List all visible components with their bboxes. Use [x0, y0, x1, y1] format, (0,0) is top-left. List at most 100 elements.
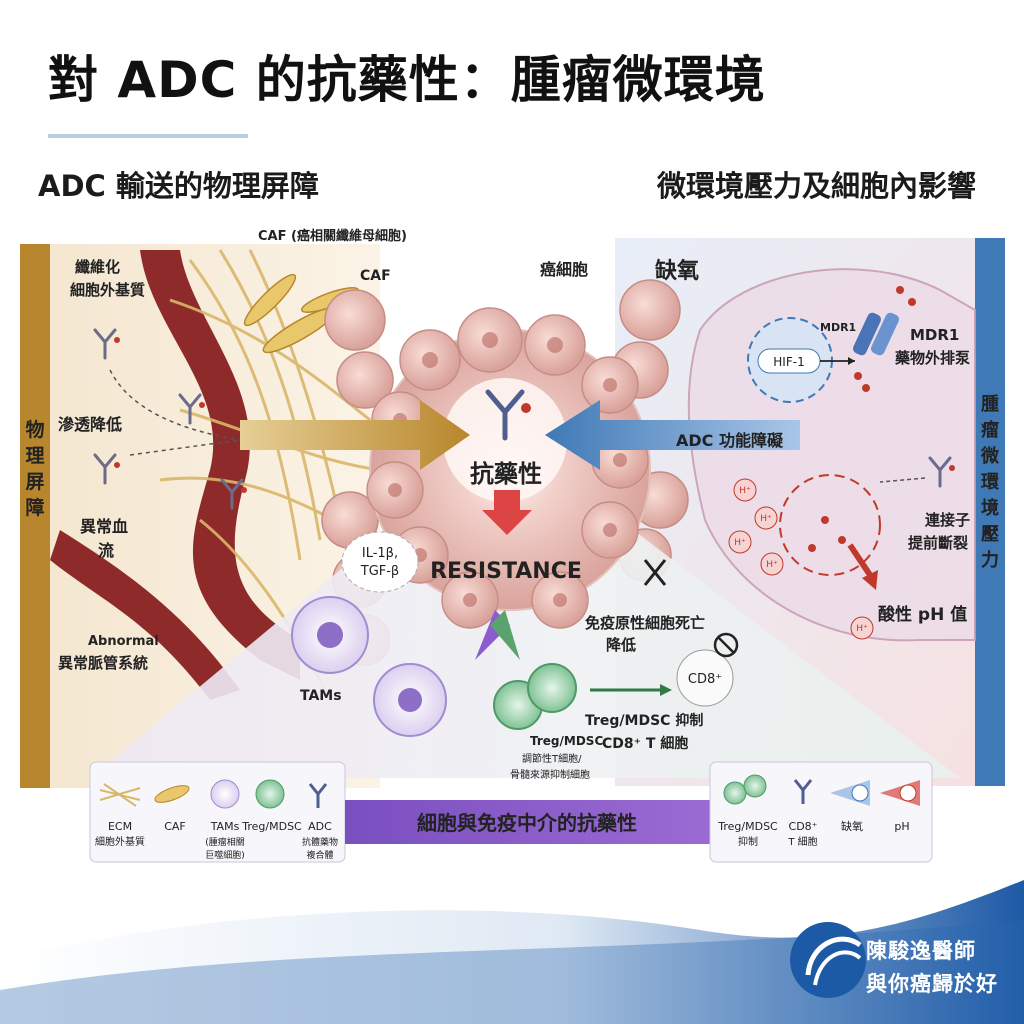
legend-left: ECM 細胞外基質 CAF TAMs (腫瘤相關 巨噬細胞) Treg/MDSC…: [89, 761, 346, 863]
legend-treg-name: Treg/MDSC: [241, 820, 302, 833]
cytokine-bubble: [341, 531, 419, 593]
acid-ph-label: 酸性 pH 值: [878, 604, 967, 625]
legend-adc-desc2: 複合體: [306, 849, 333, 861]
treg-suppress-label-2: CD8⁺ T 細胞: [602, 735, 688, 752]
immune-resistance-banner: [345, 800, 710, 844]
logo-name: 陳駿逸醫師: [866, 939, 976, 963]
abnormal-label: Abnormal: [88, 634, 159, 649]
ecm-label-line1: 纖維化: [75, 258, 120, 276]
lysosome: [779, 474, 881, 576]
legend-tams-desc2: 巨噬細胞): [205, 849, 245, 861]
h-plus-1: H⁺: [739, 486, 751, 496]
side-right-char-5: 境: [981, 497, 999, 519]
vessel-label: 異常脈管系統: [58, 654, 148, 672]
h-plus-2: H⁺: [760, 514, 772, 524]
flow-label-line1: 異常血: [80, 517, 128, 536]
legend-tams-desc: (腫瘤相關: [205, 836, 245, 848]
treg-desc-3: 骨髓來源抑制細胞: [510, 768, 590, 781]
cd8-label: CD8⁺: [688, 672, 722, 687]
abnormal-blood-vessel-branch: [50, 530, 240, 700]
ecm-fibers: [159, 249, 381, 701]
tumor-cell-label: 癌細胞: [540, 260, 588, 279]
mdsc-cell: [527, 663, 577, 713]
legend-tams-name: TAMs: [210, 820, 240, 833]
icd-label-line2: 降低: [606, 636, 636, 654]
side-label-char-3: 屏: [25, 471, 44, 493]
linker-label-line2: 提前斷裂: [908, 534, 968, 552]
adc-uptake-path: [879, 477, 926, 483]
legend-treg-suppress-desc: 抑制: [738, 835, 758, 848]
legend-ph-name: pH: [894, 820, 909, 833]
treg-desc-1: Treg/MDSC: [530, 734, 603, 748]
mdr1-label-line2: 藥物外排泵: [894, 349, 970, 367]
legend-adc-name: ADC: [308, 820, 332, 833]
h-plus-ions: [728, 478, 874, 640]
mdr1-pump-icon: [853, 312, 899, 356]
resistance-zh-label: 抗藥性: [470, 460, 542, 488]
reduced-permeability-path: [129, 439, 241, 456]
h-plus-3: H⁺: [734, 538, 746, 548]
immune-panel-background: [90, 520, 960, 778]
side-right-char-6: 壓: [981, 524, 999, 545]
side-right-char-3: 微: [980, 445, 999, 467]
h-plus-text-group: H⁺ H⁺ H⁺ H⁺ H⁺: [734, 486, 868, 634]
treg-suppress-label-1: Treg/MDSC 抑制: [585, 712, 703, 729]
h-plus-5: H⁺: [856, 624, 868, 634]
central-adc-icon: [485, 389, 531, 441]
ecm-label-line2: 細胞外基質: [70, 281, 145, 299]
adc-icons-left: [93, 328, 247, 510]
linker-label-line1: 連接子: [925, 511, 970, 529]
logo-tagline: 與你癌歸於好: [866, 972, 998, 996]
adc-impairment-arrow: [545, 400, 800, 470]
abnormal-blood-vessel: [140, 250, 300, 680]
caf-header-label: CAF (癌相關纖維母細胞): [258, 228, 407, 244]
legend-cd8-name: CD8⁺: [789, 820, 818, 833]
adc-icon-right: [928, 456, 955, 488]
page-title: 對 ADC 的抗藥性：腫瘤微環境: [48, 51, 766, 109]
icd-label-line1: 免疫原性細胞死亡: [585, 614, 705, 632]
tme-pressure-side-bar: [975, 238, 1005, 786]
flow-label-line2: 流: [98, 541, 114, 560]
side-right-char-4: 環: [981, 472, 1000, 493]
hypoxia-label: 缺氧: [655, 258, 699, 284]
permeability-label: 滲透降低: [58, 415, 122, 434]
side-label-char-1: 物: [25, 418, 44, 441]
h-plus-4: H⁺: [766, 560, 778, 570]
side-right-char-7: 力: [981, 550, 999, 571]
adc-impairment-label: ADC 功能障礙: [676, 431, 784, 450]
cell-death-x-icon: [643, 559, 667, 586]
resistance-down-arrow: [482, 490, 532, 535]
side-right-char-2: 瘤: [981, 419, 999, 441]
side-label-char-4: 障: [25, 496, 44, 519]
legend-hypoxia-name: 缺氧: [841, 819, 863, 833]
physical-barrier-arrow: [240, 400, 470, 470]
logo-mark: [790, 922, 866, 998]
legend-adc-desc: 抗體藥物: [302, 836, 338, 848]
side-label-char-2: 理: [25, 445, 44, 467]
legend-treg-suppress-name: Treg/MDSC: [717, 820, 778, 833]
caf-label: CAF: [360, 268, 391, 284]
footer-wave-layer: [0, 920, 1024, 1024]
cytokine-label-2: TGF-β: [360, 564, 399, 579]
mdr1-small-label: MDR1: [820, 321, 856, 334]
hif1-label: HIF-1: [773, 355, 804, 369]
legend-caf-name: CAF: [164, 820, 186, 833]
physical-barrier-side-bar: [20, 244, 50, 788]
cleavage-arrow: [847, 543, 873, 577]
cd8-cell: [676, 649, 734, 707]
tams-label: TAMs: [300, 688, 342, 704]
treg-desc-2: 調節性T細胞/: [522, 752, 582, 765]
title-underline: [48, 134, 248, 138]
tumor-mass: [366, 307, 651, 629]
prohibit-icon: [713, 632, 739, 658]
legend-right: Treg/MDSC 抑制 CD8⁺ T 細胞 缺氧 pH: [709, 761, 933, 863]
cytokine-label-1: IL-1β,: [362, 546, 398, 561]
footer-wave: [0, 880, 1024, 1024]
legend-cd8-desc: T 細胞: [787, 835, 817, 848]
side-right-char-1: 腫: [981, 393, 999, 415]
mdr1-label-line1: MDR1: [910, 326, 959, 344]
resistance-en-label: RESISTANCE: [430, 559, 582, 584]
subtitle-left: ADC 輸送的物理屏障: [38, 169, 319, 203]
legend-ecm-desc: 細胞外基質: [95, 835, 145, 848]
